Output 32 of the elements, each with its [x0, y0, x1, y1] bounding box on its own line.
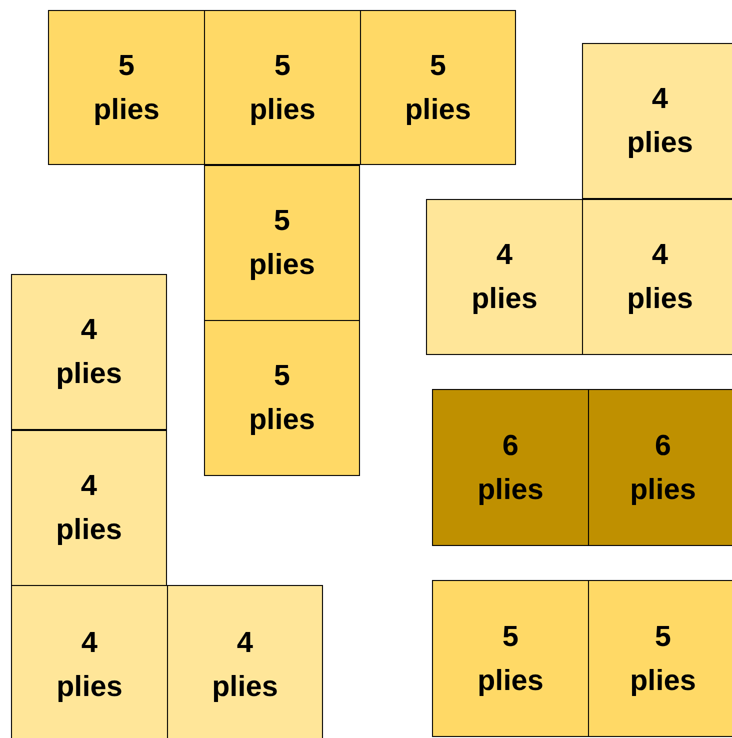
ply-tile [11, 585, 168, 738]
ply-tile [204, 10, 361, 165]
ply-count-label: 4 plies [471, 238, 538, 317]
ply-count-label: 4 plies [626, 82, 694, 161]
ply-count-label: 5 plies [248, 359, 316, 438]
ply-count-label: 4 plies [212, 626, 278, 705]
ply-count-label: 5 plies [477, 620, 544, 698]
ply-tile [11, 430, 167, 586]
ply-count-label: 5 plies [93, 48, 160, 128]
ply-count-label: 4 plies [56, 626, 123, 705]
ply-count-label: 5 plies [248, 204, 316, 283]
ply-tile [582, 199, 732, 355]
ply-tile [204, 320, 360, 476]
ply-tile [48, 10, 205, 165]
ply-count-label: 6 plies [630, 428, 696, 508]
ply-count-label: 5 plies [404, 48, 472, 128]
ply-count-label: 5 plies [249, 48, 316, 128]
ply-tile [588, 389, 732, 546]
ply-tile [426, 199, 583, 355]
ply-count-label: 4 plies [56, 313, 122, 392]
ply-tile [360, 10, 516, 165]
ply-count-label: 4 plies [56, 469, 122, 548]
ply-count-label: 5 plies [630, 620, 696, 698]
ply-tile [432, 580, 589, 737]
ply-tile [167, 585, 323, 738]
ply-tile [11, 274, 167, 430]
ply-count-label: 4 plies [626, 238, 694, 317]
ply-count-label: 6 plies [477, 428, 544, 508]
ply-tile [432, 389, 589, 546]
ply-tile [588, 580, 732, 737]
ply-tile [582, 43, 732, 199]
ply-tile [204, 165, 360, 321]
